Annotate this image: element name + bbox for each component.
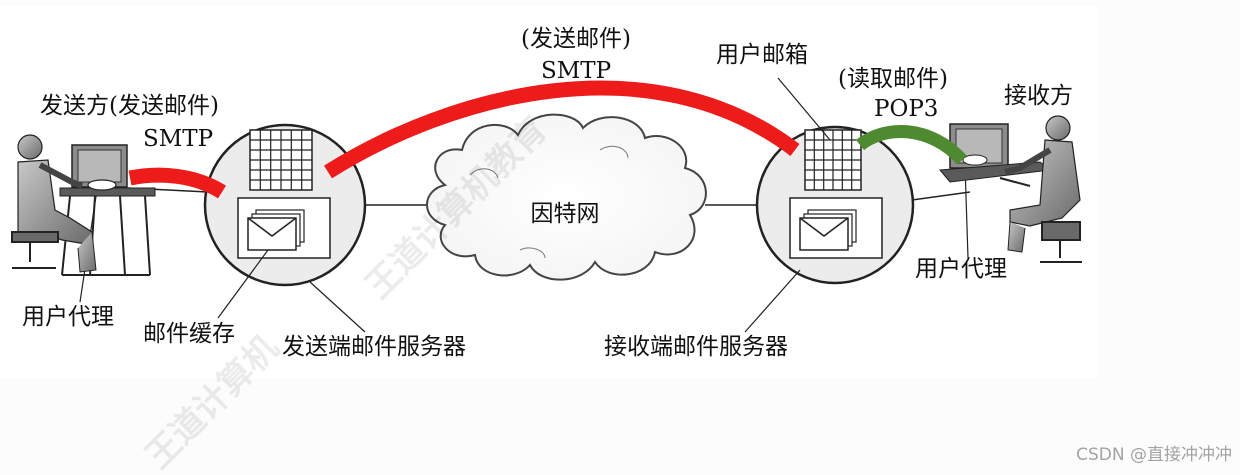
receiver-user-figure [938, 115, 1082, 263]
label-read-action: (读取邮件) [838, 66, 948, 92]
sender-user-figure [11, 134, 156, 276]
smtp-link-middle [323, 80, 800, 179]
leader-send-server [309, 281, 366, 333]
label-mailbox: 用户邮箱 [716, 42, 808, 68]
leader-mail-cache [217, 249, 269, 319]
label-receiver: 接收方 [1004, 83, 1073, 109]
pop3-link [855, 125, 967, 165]
label-send-server: 发送端邮件服务器 [282, 334, 466, 360]
send-server-cache-box [237, 197, 331, 259]
recv-server-mailbox-grid [804, 129, 862, 191]
svg-text:王道计算机: 王道计算机 [138, 328, 286, 475]
label-middle-protocol: SMTP [540, 58, 612, 84]
label-middle-action: (发送邮件) [521, 26, 631, 52]
send-server-mailbox-grid [249, 129, 313, 191]
label-recv-server: 接收端邮件服务器 [604, 334, 788, 360]
label-user-agent-right: 用户代理 [915, 256, 1007, 282]
recv-mail-server [755, 125, 915, 285]
label-user-agent-left: 用户代理 [22, 304, 114, 330]
smtp-link-left [128, 167, 226, 199]
label-sender-protocol: SMTP [143, 126, 214, 152]
link-server-right-agent [911, 191, 971, 201]
send-mail-server [203, 123, 367, 287]
csdn-watermark: CSDN @直接冲冲冲 [1076, 445, 1232, 465]
leader-recv-server [744, 269, 801, 333]
label-read-protocol: POP3 [874, 96, 939, 122]
label-sender: 发送方(发送邮件) [40, 93, 219, 119]
label-internet: 因特网 [530, 201, 600, 227]
internet-cloud [426, 113, 707, 281]
leader-mailbox [777, 77, 831, 141]
recv-server-cache-box [789, 197, 883, 259]
label-mail-cache: 邮件缓存 [143, 321, 235, 347]
